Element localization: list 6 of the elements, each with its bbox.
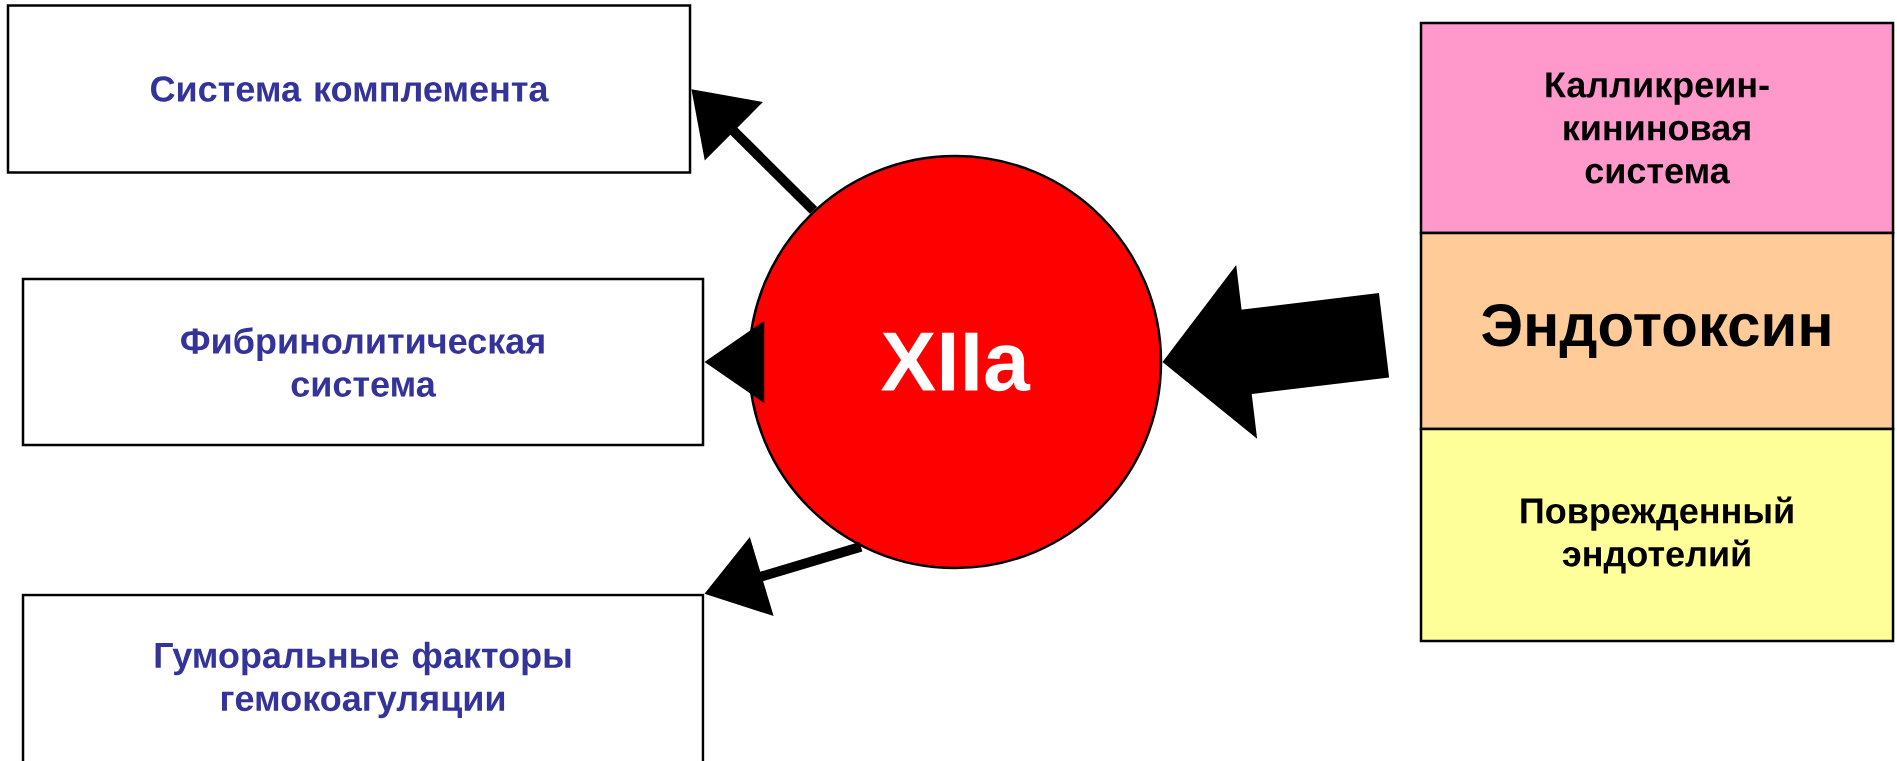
process-box: Система комплемента [6,4,692,174]
process-box: Фибринолитическая система [21,277,705,447]
source-box: Эндотоксин [1419,231,1895,431]
source-box: Поврежденный эндотелий [1419,427,1895,643]
source-box: Калликреин-кининовая система [1419,21,1895,235]
process-box: Гуморальные факторы гемокоагуляции [21,593,705,761]
